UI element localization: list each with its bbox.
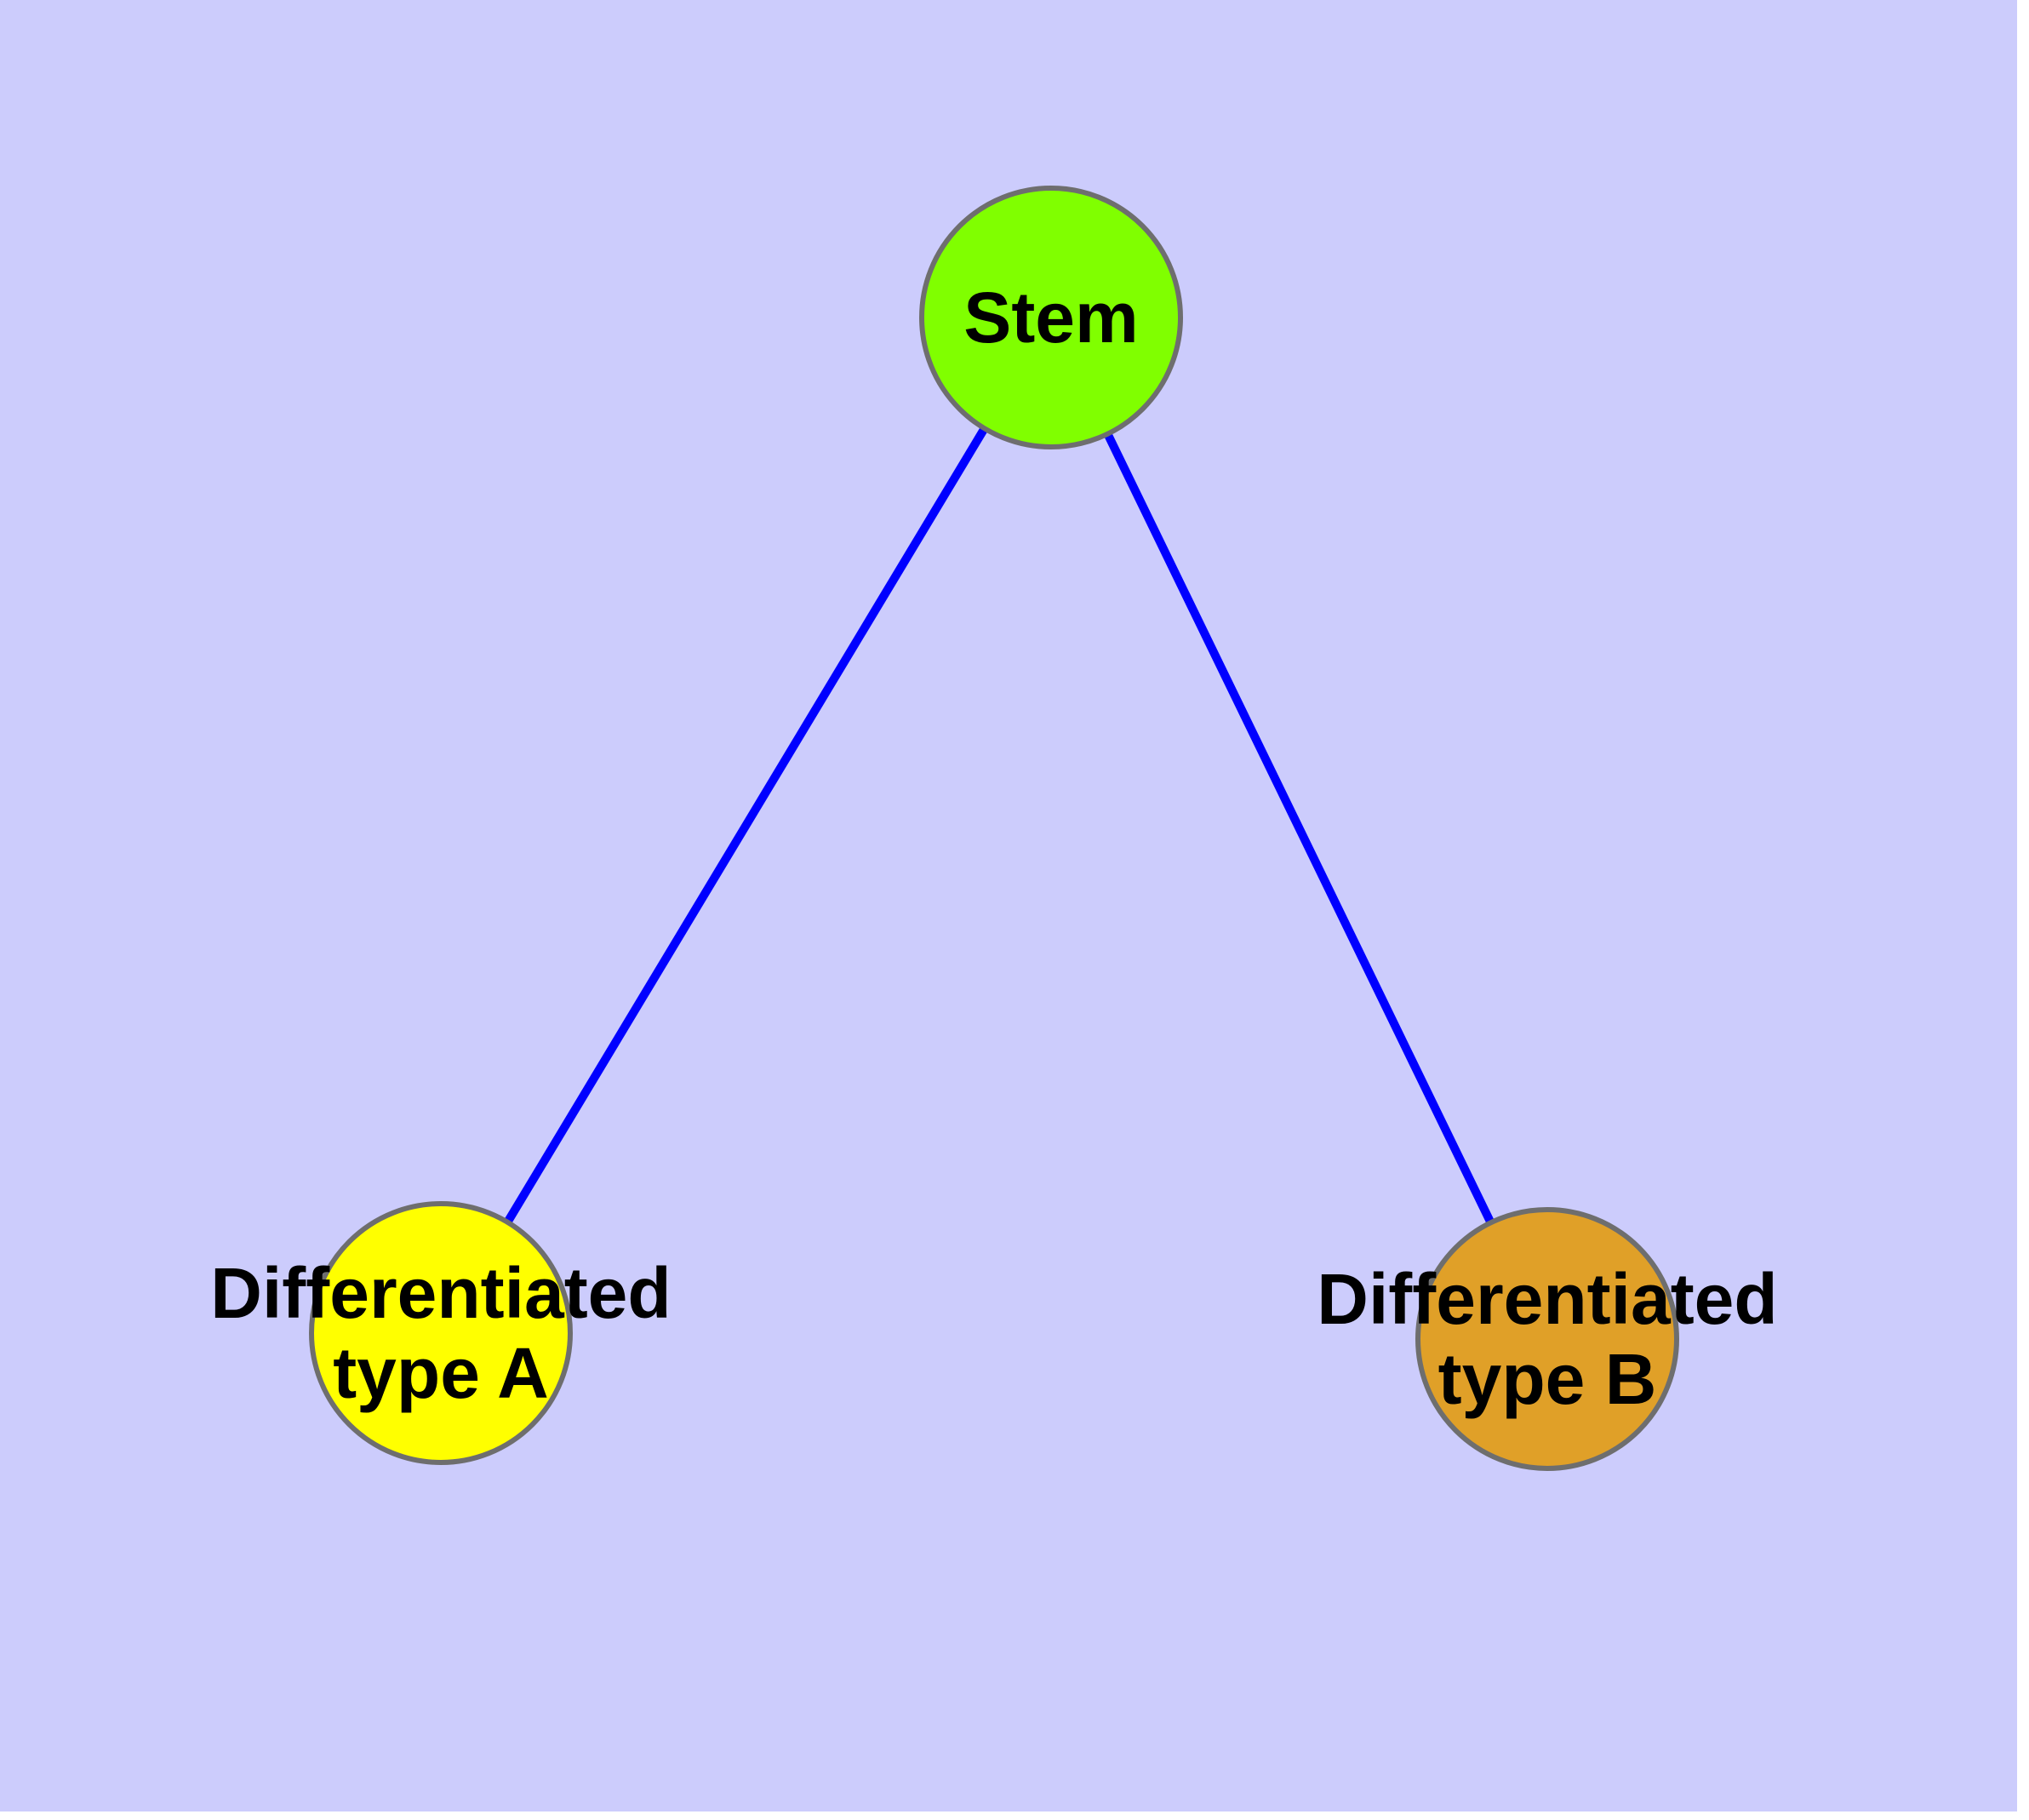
graph-node-diff_a[interactable] [309,1201,573,1465]
graph-node-label-line: type A [333,1333,549,1413]
node-layer [309,186,1679,1471]
graph-node-diff_b[interactable] [1415,1207,1679,1471]
graph-edge [505,427,987,1223]
graph-node-label-line: Differentiated [1317,1259,1777,1339]
graph-node-label-line: type B [1438,1339,1657,1419]
graph-node-label-line: Differentiated [210,1253,671,1333]
graph-node-label-line: Stem [963,278,1138,358]
edge-layer [505,427,1495,1223]
graph-node-label-stem: Stem [963,278,1138,358]
graph-edge [1104,433,1495,1223]
graph-node-stem[interactable] [919,186,1183,449]
